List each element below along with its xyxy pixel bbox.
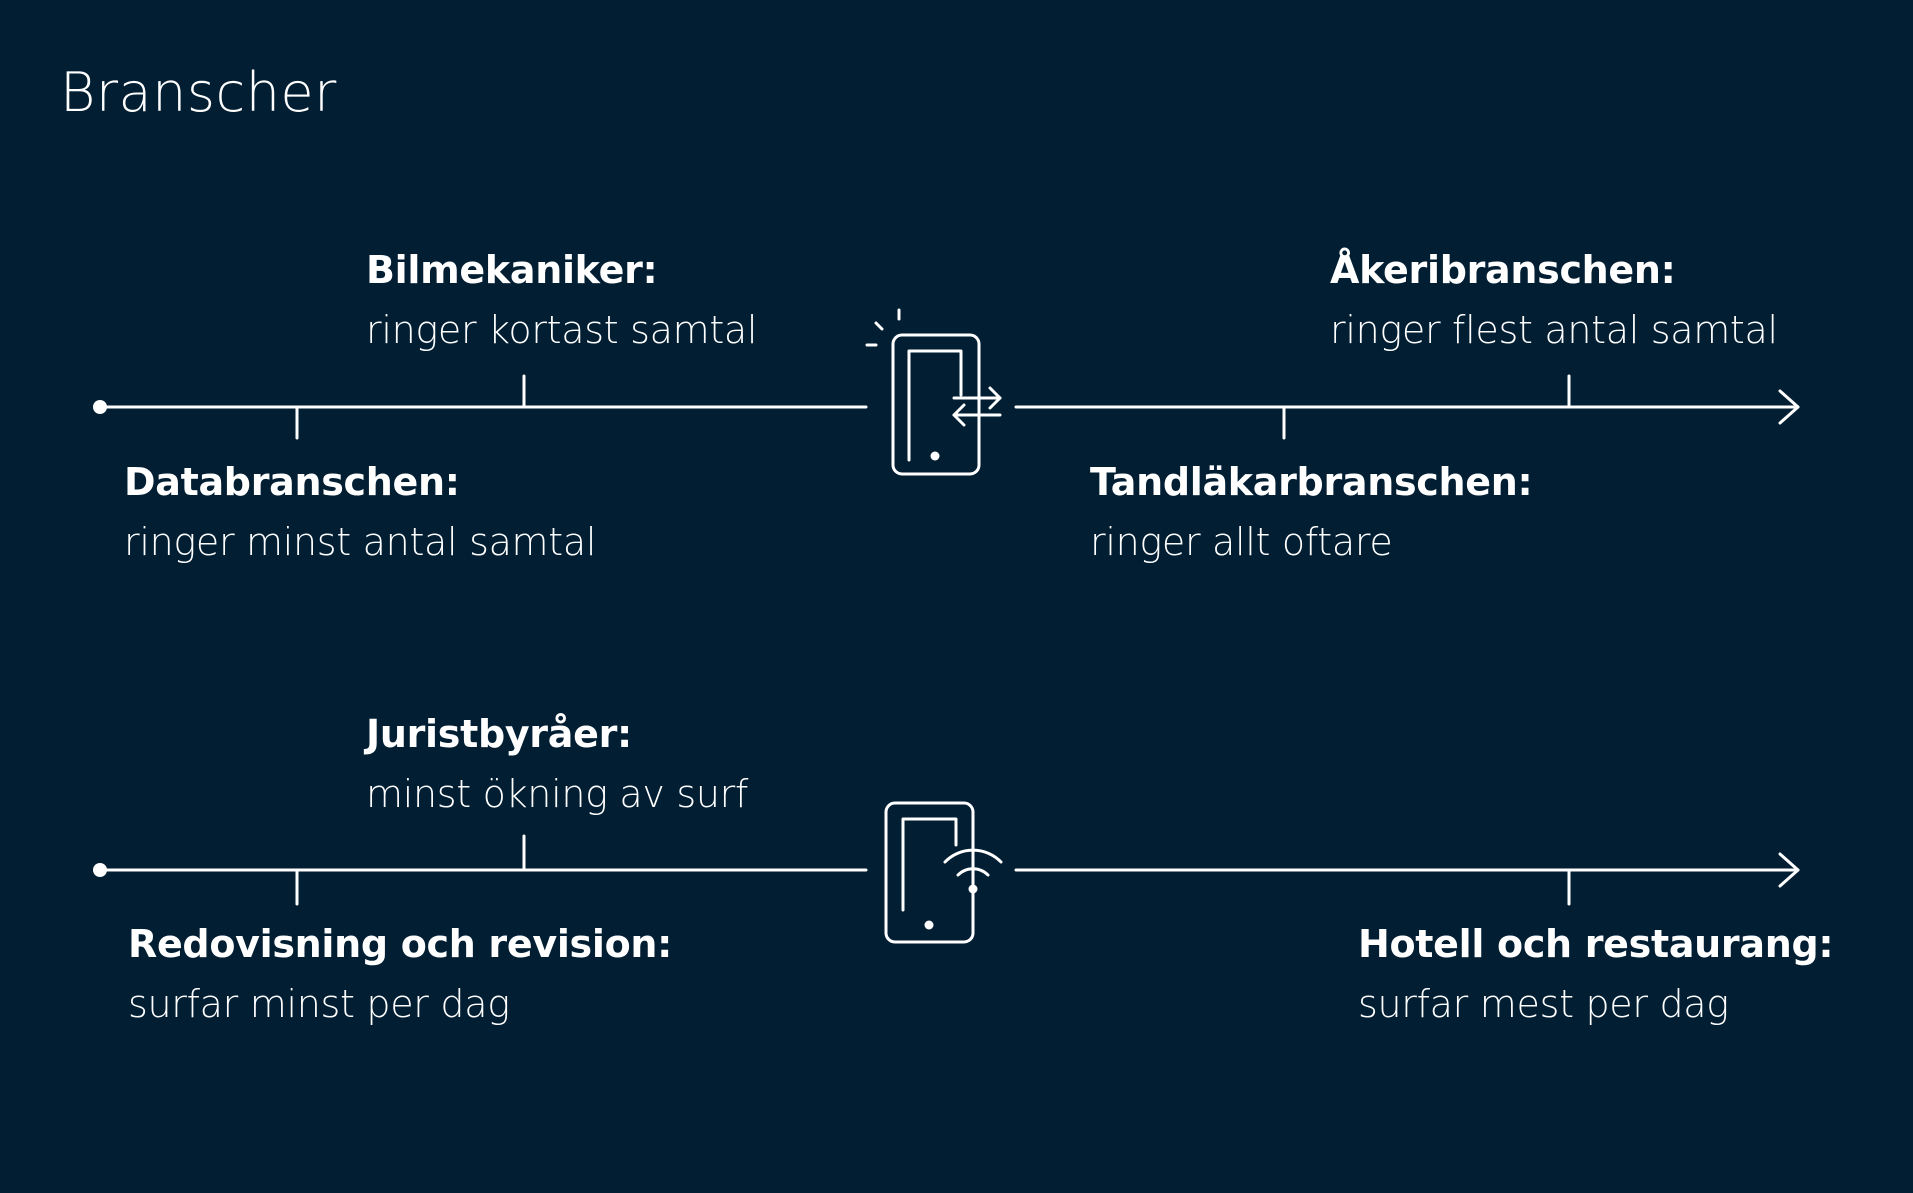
label-text: ringer minst antal samtal [124, 519, 597, 564]
label-text: ringer flest antal samtal [1330, 307, 1778, 352]
label-heading: Databranschen: [124, 460, 460, 504]
label-tandlakarbranschen: Tandläkarbranschen: ringer allt oftare [1090, 460, 1533, 565]
label-redovisning: Redovisning och revision: surfar minst p… [128, 922, 672, 1027]
timeline-calls [93, 308, 1800, 476]
page-title: Branscher [60, 61, 337, 124]
label-text: surfar mest per dag [1358, 981, 1729, 1026]
label-text: ringer allt oftare [1090, 519, 1393, 564]
label-heading: Juristbyråer: [366, 712, 632, 756]
timeline-arrowhead [1778, 852, 1800, 888]
label-text: ringer kortast samtal [366, 307, 758, 352]
label-juristbyraer: Juristbyråer: minst ökning av surf [366, 712, 748, 817]
label-text: surfar minst per dag [128, 981, 510, 1026]
label-heading: Hotell och restaurang: [1358, 922, 1834, 966]
label-text: minst ökning av surf [366, 771, 749, 816]
timeline-arrowhead [1778, 389, 1800, 425]
label-heading: Bilmekaniker: [366, 248, 658, 292]
phone-wifi-icon [884, 801, 1003, 944]
label-heading: Åkeribranschen: [1330, 248, 1676, 292]
label-bilmekaniker: Bilmekaniker: ringer kortast samtal [366, 248, 757, 353]
label-databranschen: Databranschen: ringer minst antal samtal [124, 460, 596, 565]
label-heading: Tandläkarbranschen: [1090, 460, 1533, 504]
label-hotell: Hotell och restaurang: surfar mest per d… [1358, 922, 1834, 1027]
phone-call-transfer-icon [865, 308, 1002, 476]
label-heading: Redovisning och revision: [128, 922, 673, 966]
timeline-surf [93, 801, 1800, 944]
label-akeribranschen: Åkeribranschen: ringer flest antal samta… [1330, 248, 1778, 353]
